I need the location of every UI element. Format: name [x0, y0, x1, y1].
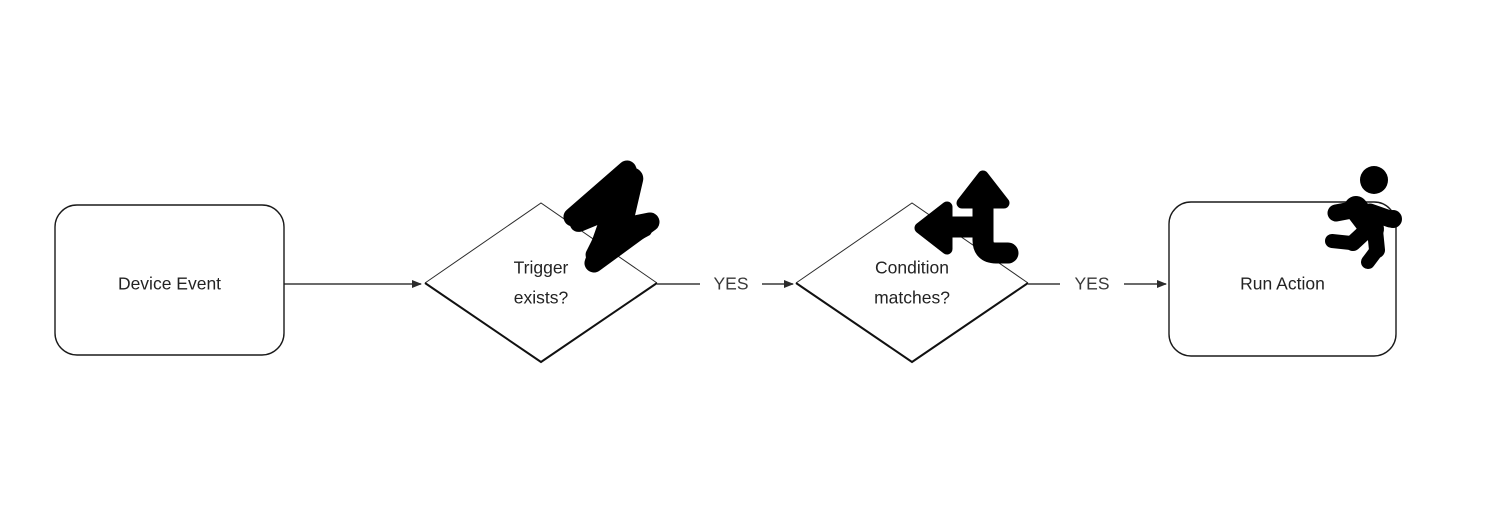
condition-matches-label-line1: Condition [875, 258, 949, 278]
condition-matches-label-line2: matches? [874, 288, 950, 308]
trigger-diamond-lower-edges [424, 282, 658, 364]
branch-arrow-icon [914, 170, 1019, 264]
condition-diamond-lower-edges [795, 282, 1029, 364]
edge-trigger-to-condition: YES [657, 274, 794, 294]
lightning-bolt-icon [563, 160, 660, 273]
trigger-exists-label-line1: Trigger [514, 258, 569, 278]
trigger-exists-label-line2: exists? [514, 288, 569, 308]
edge-3-label-yes: YES [1074, 274, 1109, 294]
device-event-shape[interactable] [54, 204, 285, 356]
running-person-icon [1325, 166, 1402, 269]
edge-2-label-yes: YES [713, 274, 748, 294]
run-action-label: Run Action [1240, 274, 1325, 294]
edge-condition-to-run-action: YES [1028, 274, 1167, 294]
node-device-event[interactable]: Device Event [54, 204, 285, 356]
node-run-action[interactable]: Run Action [1168, 166, 1402, 357]
node-condition-matches[interactable]: Condition matches? [795, 170, 1029, 364]
device-event-label: Device Event [118, 274, 221, 294]
node-trigger-exists[interactable]: Trigger exists? [424, 160, 660, 364]
